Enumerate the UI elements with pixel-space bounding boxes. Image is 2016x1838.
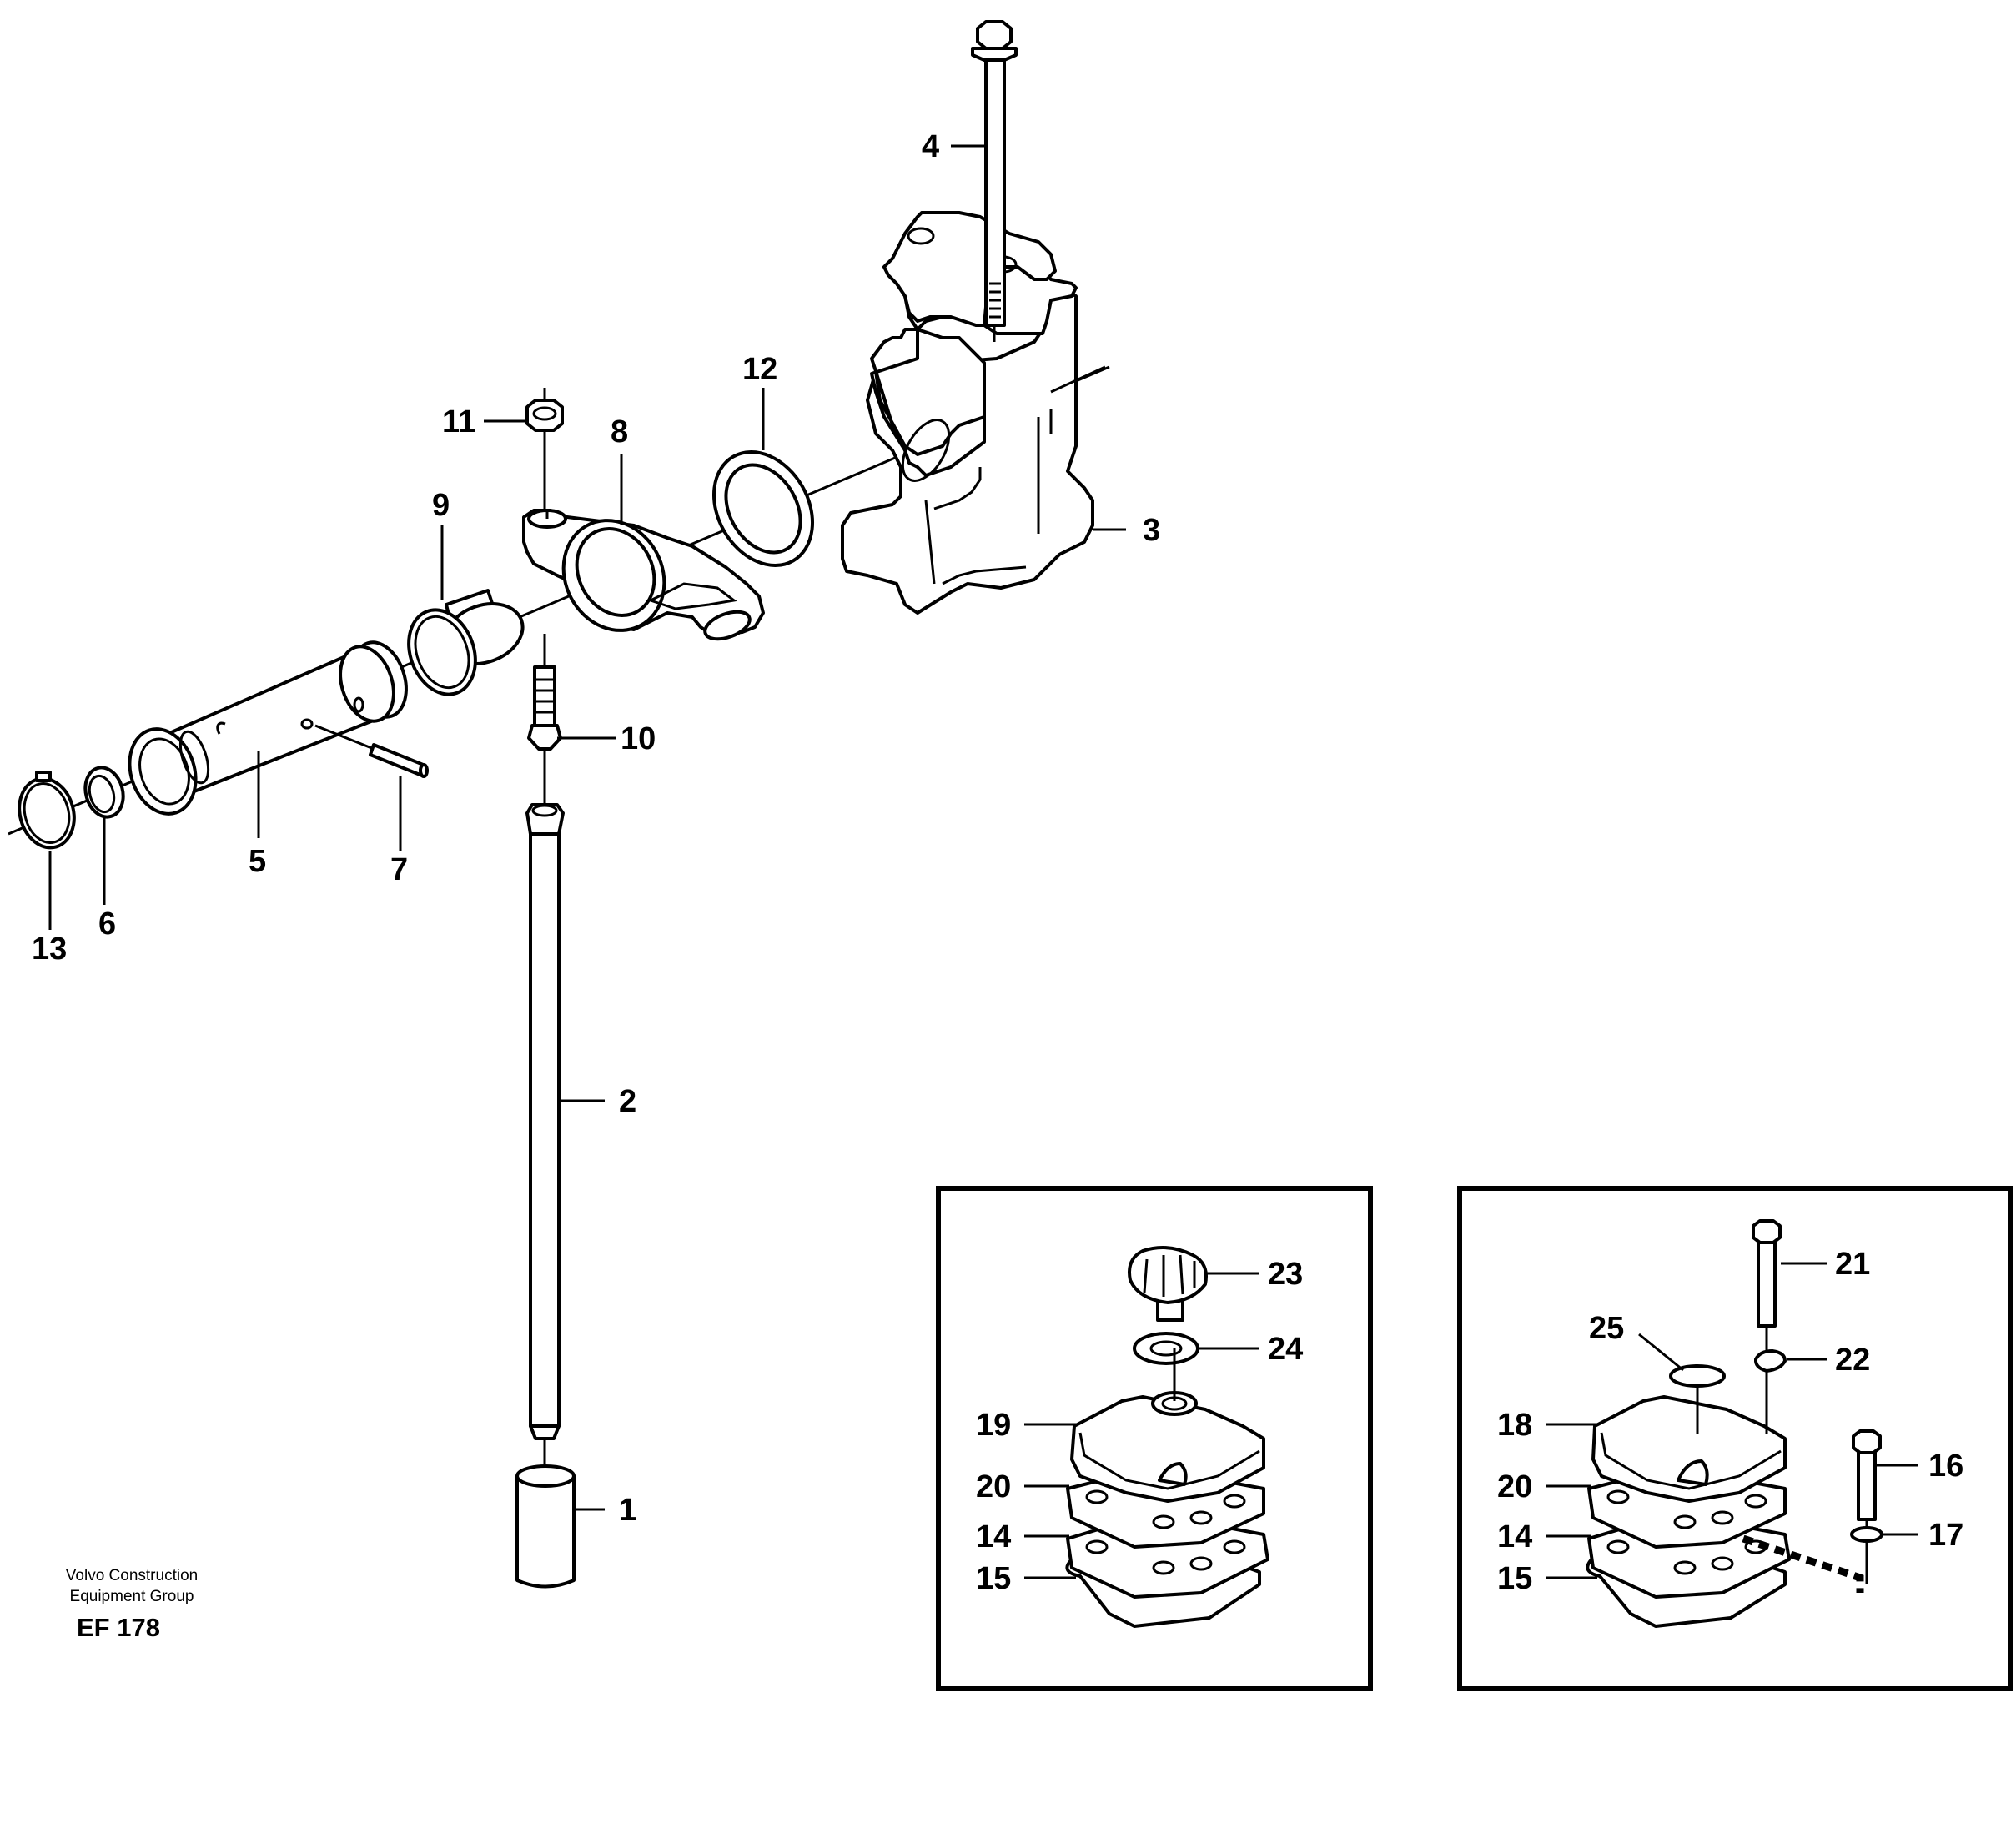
label-part-1: 1 <box>619 1493 636 1528</box>
label-part-11: 11 <box>442 404 475 439</box>
leader-lines <box>48 144 1918 1579</box>
company-name-line1: Volvo Construction <box>66 1567 198 1584</box>
label-part-16: 16 <box>1928 1449 1963 1484</box>
label-part-10: 10 <box>621 721 656 756</box>
label-part-14-right: 14 <box>1497 1519 1532 1554</box>
figure-code: EF 178 <box>77 1613 160 1642</box>
label-part-21: 21 <box>1835 1247 1870 1282</box>
label-part-6: 6 <box>98 906 116 942</box>
company-name-line2: Equipment Group <box>70 1588 194 1605</box>
label-part-19: 19 <box>976 1408 1011 1443</box>
label-part-15-left: 15 <box>976 1561 1011 1596</box>
label-part-13: 13 <box>32 932 67 967</box>
inset-left-frame <box>936 1186 1373 1691</box>
part-13-circlip <box>18 771 76 850</box>
part-7-pin <box>314 724 429 778</box>
part-2-push-rod <box>525 803 565 1468</box>
inset-right-valve-cover <box>1586 1219 1883 1628</box>
label-part-4: 4 <box>922 129 939 164</box>
figure-caption: Volvo Construction Equipment Group EF 17… <box>66 1567 198 1642</box>
part-9-bushing <box>407 589 525 696</box>
part-labels: 4 3 12 11 8 9 10 5 7 6 13 2 1 23 24 19 2… <box>32 129 1963 1596</box>
label-part-3: 3 <box>1143 513 1160 548</box>
inset-left-valve-cover <box>1065 1246 1269 1628</box>
label-part-15-right: 15 <box>1497 1561 1532 1596</box>
part-6-ring <box>83 766 125 819</box>
label-part-24: 24 <box>1268 1332 1303 1367</box>
part-3-rocker-bracket <box>841 211 1106 615</box>
label-part-7: 7 <box>390 852 408 887</box>
label-part-25: 25 <box>1589 1311 1624 1346</box>
label-part-9: 9 <box>432 488 450 523</box>
part-10-adjusting-screw <box>527 634 562 807</box>
part-5-rocker-shaft <box>128 640 408 816</box>
label-part-2: 2 <box>619 1084 636 1119</box>
part-4-bolt <box>971 20 1018 342</box>
label-part-12: 12 <box>742 352 777 387</box>
label-part-18: 18 <box>1497 1408 1532 1443</box>
label-part-5: 5 <box>249 844 266 879</box>
label-part-14-left: 14 <box>976 1519 1011 1554</box>
label-part-8: 8 <box>611 414 628 449</box>
inset-right-frame <box>1457 1186 2013 1691</box>
label-part-20-left: 20 <box>976 1469 1011 1504</box>
part-11-nut <box>525 388 564 510</box>
label-part-17: 17 <box>1928 1518 1963 1553</box>
part-1-tappet <box>515 1464 576 1589</box>
label-part-23: 23 <box>1268 1257 1303 1292</box>
label-part-22: 22 <box>1835 1343 1870 1378</box>
part-8-rocker-arm <box>522 509 765 641</box>
label-part-20-right: 20 <box>1497 1469 1532 1504</box>
part-12-ring <box>711 450 815 567</box>
